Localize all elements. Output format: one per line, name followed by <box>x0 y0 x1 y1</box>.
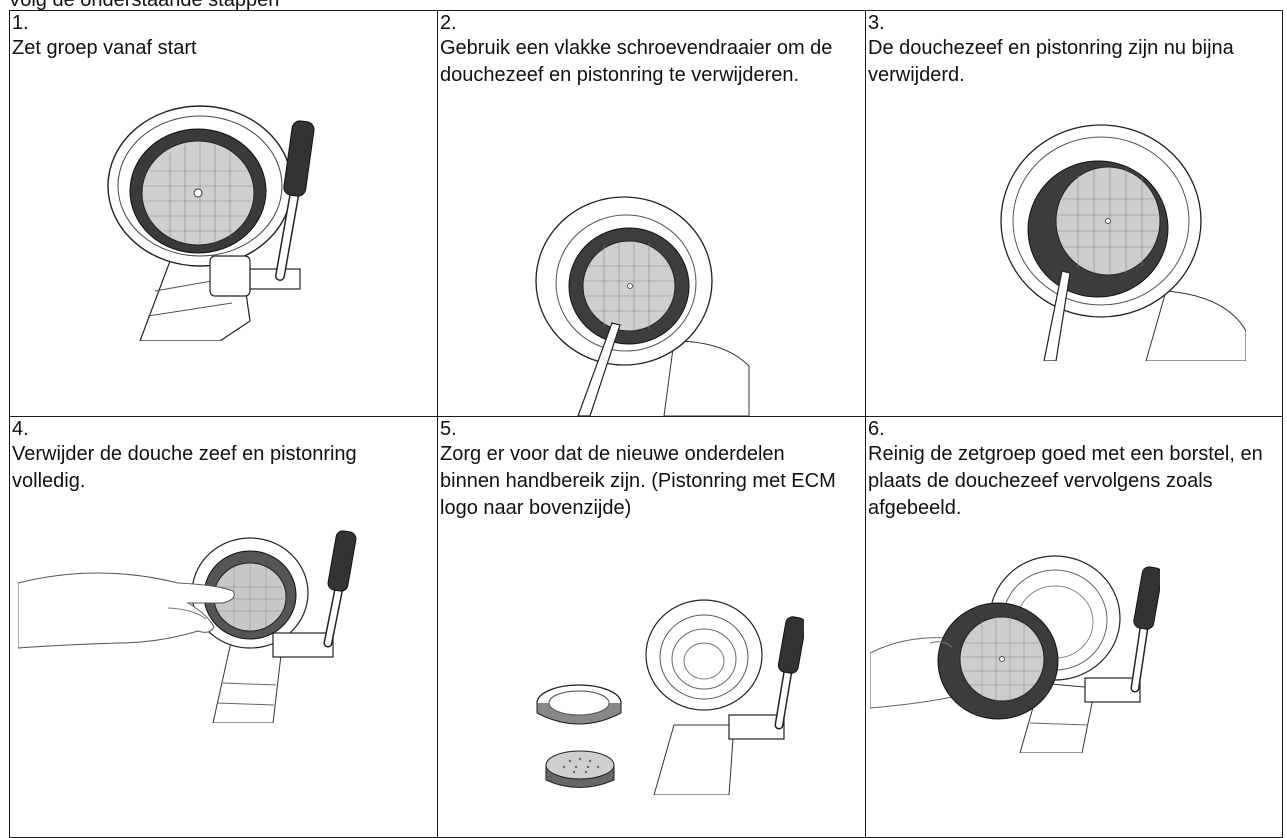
screwdriver-removing-screen-icon <box>534 191 754 416</box>
step-number: 2. <box>440 12 457 34</box>
step-text: Zet groep vanaf start <box>12 37 197 59</box>
step-number: 1. <box>12 12 29 34</box>
intro-text: Volg de onderstaande stappen <box>8 0 280 11</box>
step-cell-1: 1. Zet groep vanaf start <box>9 10 438 417</box>
hand-placing-screen-icon <box>870 543 1160 753</box>
step-text: Verwijder de douche zeef en pistonring v… <box>12 443 357 492</box>
steps-table: 1. Zet groep vanaf start <box>9 10 1283 838</box>
step-text: De douchezeef en pistonring zijn nu bijn… <box>868 37 1234 86</box>
step-cell-5: 5. Zorg er voor dat de nieuwe onderdelen… <box>437 416 866 838</box>
step-cell-3: 3. De douchezeef en pistonring zijn nu b… <box>865 10 1283 417</box>
step-number: 3. <box>868 12 885 34</box>
screen-nearly-removed-icon <box>996 121 1246 361</box>
step-text: Reinig de zetgroep goed met een borstel,… <box>868 443 1263 519</box>
step-cell-2: 2. Gebruik een vlakke schroevendraaier o… <box>437 10 866 417</box>
step-cell-6: 6. Reinig de zetgroep goed met een borst… <box>865 416 1283 838</box>
step-number: 4. <box>12 418 29 440</box>
step-text: Zorg er voor dat de nieuwe onderdelen bi… <box>440 443 836 519</box>
step-text: Gebruik een vlakke schroevendraaier om d… <box>440 37 833 86</box>
hand-removing-screen-icon <box>18 523 368 723</box>
step-number: 5. <box>440 418 457 440</box>
new-parts-ring-and-screen-icon <box>534 595 804 795</box>
step-cell-4: 4. Verwijder de douche zeef en pistonrin… <box>9 416 438 838</box>
step-number: 6. <box>868 418 885 440</box>
brew-group-with-lever-icon <box>100 91 330 341</box>
